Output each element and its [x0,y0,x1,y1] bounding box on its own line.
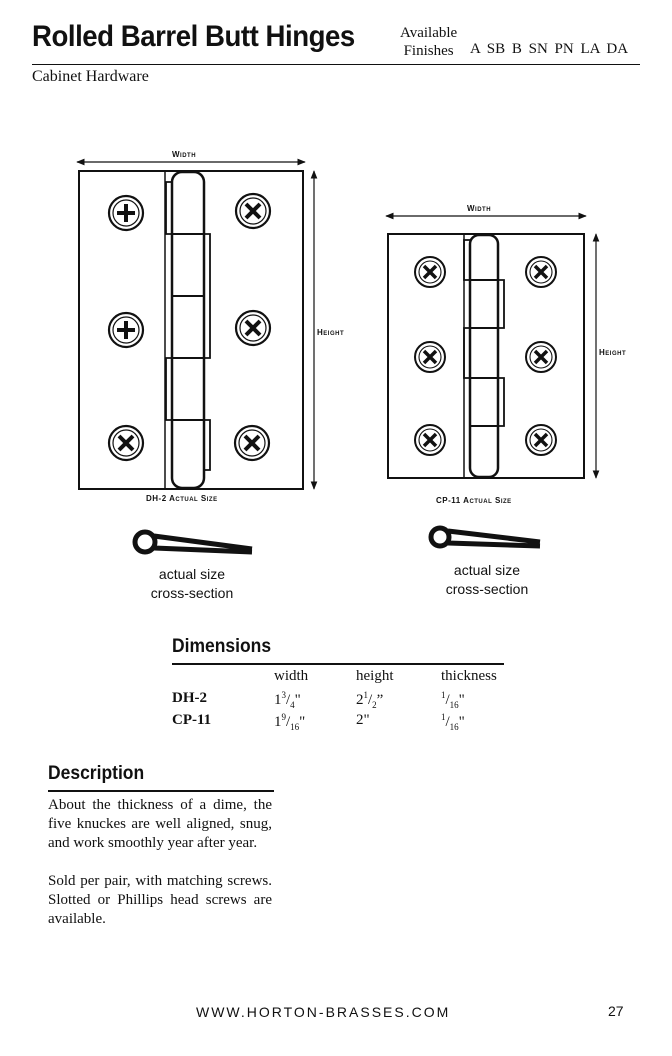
dimensions-heading: Dimensions [172,636,272,657]
cp11-width-label: Width [467,204,492,213]
dh2-cross-section-label: actual size cross-section [130,565,254,603]
dh2-cross-section [132,529,253,555]
description-paragraph-1: About the thickness of a dime, the five … [48,797,272,851]
cp11-cross-section-label: actual size cross-section [425,561,549,599]
category-label: Cabinet Hardware [32,68,149,85]
page-title: Rolled Barrel Butt Hinges [32,20,355,53]
description-paragraph-2: Sold per pair, with matching screws. Slo… [48,873,272,927]
cross-section-line2: cross-section [150,585,234,601]
cross-section-line2: cross-section [445,581,529,597]
description-rule [48,790,274,792]
col-height: height [356,668,394,684]
finish-codes: A SB B SN PN LA DA [470,41,629,57]
description-heading: Description [48,763,145,784]
dh2-screws [107,192,272,462]
cp11-cross-section [428,525,541,549]
page-number: 27 [608,1003,624,1019]
col-thickness: thickness [441,668,497,684]
col-width: width [274,668,309,684]
available-label-line2: Finishes [403,43,454,59]
cp11-height-label: Height [599,348,627,357]
dimensions-rule [172,663,504,665]
row-code-dh2: DH-2 [172,690,207,706]
hinge-diagrams [76,158,600,555]
dh2-height-label: Height [317,328,345,337]
row-code-cp11: CP-11 [172,712,212,728]
cross-section-line1: actual size [453,562,521,578]
cp11-height: 2" [356,712,370,728]
dh2-height: 21/2” [356,690,384,710]
cross-section-line1: actual size [158,566,226,582]
dh2-width: 13/4" [274,690,301,710]
header-rule [32,64,640,65]
footer-url: WWW.HORTON-BRASSES.COM [196,1004,451,1020]
available-label-line1: Available [400,25,458,41]
dh2-caption: DH-2 Actual Size [146,494,218,503]
cp11-thickness: 1/16" [441,712,465,732]
cp11-caption: CP-11 Actual Size [436,496,512,505]
available-finishes-label: Available Finishes [400,24,457,60]
cp11-width: 19/16" [274,712,306,732]
dh2-thickness: 1/16" [441,690,465,710]
cp11-screws [414,256,557,456]
dh2-width-label: Width [172,150,197,159]
description-body: About the thickness of a dime, the five … [48,796,272,948]
